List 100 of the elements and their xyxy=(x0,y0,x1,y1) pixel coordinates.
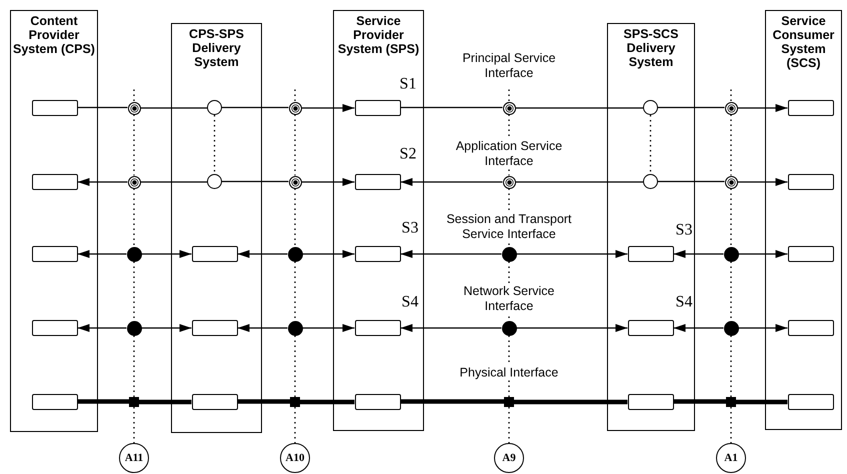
connector-arrow xyxy=(674,250,724,258)
connector-line xyxy=(222,106,288,108)
thick-line xyxy=(514,400,628,404)
reference-point-circle: A9 xyxy=(494,443,524,473)
dot-marker xyxy=(724,320,738,336)
interface-id-label: S3 xyxy=(676,222,692,238)
connector-arrow xyxy=(142,250,192,258)
system-box xyxy=(607,23,695,431)
dot-marker xyxy=(724,246,738,262)
dotted-line xyxy=(294,336,296,397)
thick-line xyxy=(736,400,788,404)
dotted-line xyxy=(730,407,732,443)
dotted-line xyxy=(133,114,135,176)
dot-marker xyxy=(288,246,302,262)
double-ring-marker xyxy=(502,102,516,114)
square-marker xyxy=(290,397,300,407)
connector-arrow xyxy=(738,250,788,258)
connector-arrow xyxy=(78,178,128,186)
connector-arrow xyxy=(738,178,788,186)
interface-id-label: S3 xyxy=(402,220,418,236)
dotted-line xyxy=(650,115,652,174)
connector-line xyxy=(222,180,288,182)
double-ring-marker xyxy=(128,102,140,114)
dotted-line xyxy=(730,262,732,320)
connector-line xyxy=(140,107,207,109)
system-box xyxy=(10,10,98,432)
system-box xyxy=(171,23,262,433)
double-ring-marker xyxy=(724,102,738,114)
dotted-line xyxy=(133,262,135,320)
interface-box xyxy=(192,320,238,336)
dotted-line xyxy=(294,90,296,102)
dotted-line xyxy=(214,115,216,174)
double-ring-marker xyxy=(288,176,302,188)
connector-arrow xyxy=(302,250,354,258)
connector-arrow xyxy=(238,250,288,258)
square-marker xyxy=(726,397,736,407)
interface-box xyxy=(32,100,78,116)
reference-point-circle: A1 xyxy=(716,443,746,473)
dotted-line xyxy=(294,262,296,320)
thick-line xyxy=(300,400,354,404)
connector-arrow xyxy=(738,324,788,332)
thick-line xyxy=(238,399,290,404)
ring-marker xyxy=(207,174,222,189)
interface-box xyxy=(32,174,78,190)
system-box xyxy=(333,10,424,431)
connector-arrow xyxy=(674,324,724,332)
dot-marker xyxy=(502,246,516,262)
connector-arrow xyxy=(400,324,502,332)
interface-box xyxy=(788,174,834,190)
reference-point-circle: A11 xyxy=(119,443,149,473)
thick-line xyxy=(674,399,726,404)
interface-name-label: Physical Interface xyxy=(460,366,558,380)
dot-marker xyxy=(126,246,142,262)
interface-box xyxy=(788,246,834,262)
ring-marker xyxy=(207,100,222,115)
dot-marker xyxy=(288,320,302,336)
system-title: SPS-SCS Delivery System xyxy=(622,27,680,69)
interface-box xyxy=(628,246,674,262)
dotted-line xyxy=(730,114,732,176)
system-title: Service Consumer System (SCS) xyxy=(772,14,836,70)
connector-line xyxy=(516,181,643,183)
double-ring-marker xyxy=(724,176,738,188)
dotted-line xyxy=(730,188,732,246)
dotted-line xyxy=(133,188,135,246)
dotted-line xyxy=(133,336,135,397)
interface-box xyxy=(32,320,78,336)
connector-arrow xyxy=(400,250,502,258)
connector-line xyxy=(78,106,128,108)
connector-arrow xyxy=(302,104,354,112)
system-title: Service Provider System (SPS) xyxy=(336,14,420,56)
dotted-line xyxy=(133,407,135,443)
connector-arrow xyxy=(516,250,628,258)
connector-arrow xyxy=(738,104,788,112)
interface-box xyxy=(628,320,674,336)
interface-box xyxy=(192,394,238,410)
ring-marker xyxy=(643,100,658,115)
dot-marker xyxy=(502,320,516,336)
system-title: CPS-SPS Delivery System xyxy=(188,27,245,69)
connector-arrow xyxy=(400,178,502,186)
interface-id-label: S4 xyxy=(676,294,692,310)
interface-id-label: S4 xyxy=(402,294,418,310)
interface-box xyxy=(32,394,78,410)
system-title: Content Provider System (CPS) xyxy=(12,14,96,56)
double-ring-marker xyxy=(128,176,140,188)
dotted-line xyxy=(133,90,135,102)
dotted-line xyxy=(730,336,732,397)
square-marker xyxy=(504,397,514,407)
double-ring-marker xyxy=(288,102,302,114)
interface-box xyxy=(788,100,834,116)
connector-line xyxy=(658,106,724,108)
connector-line xyxy=(400,106,502,108)
connector-arrow xyxy=(78,324,126,332)
thick-line xyxy=(78,399,129,404)
ring-marker xyxy=(643,174,658,189)
dotted-line xyxy=(508,407,510,443)
connector-line xyxy=(658,180,724,182)
dotted-line xyxy=(294,114,296,176)
interface-box xyxy=(788,320,834,336)
interface-id-label: S1 xyxy=(400,76,416,92)
interface-box xyxy=(354,394,400,410)
